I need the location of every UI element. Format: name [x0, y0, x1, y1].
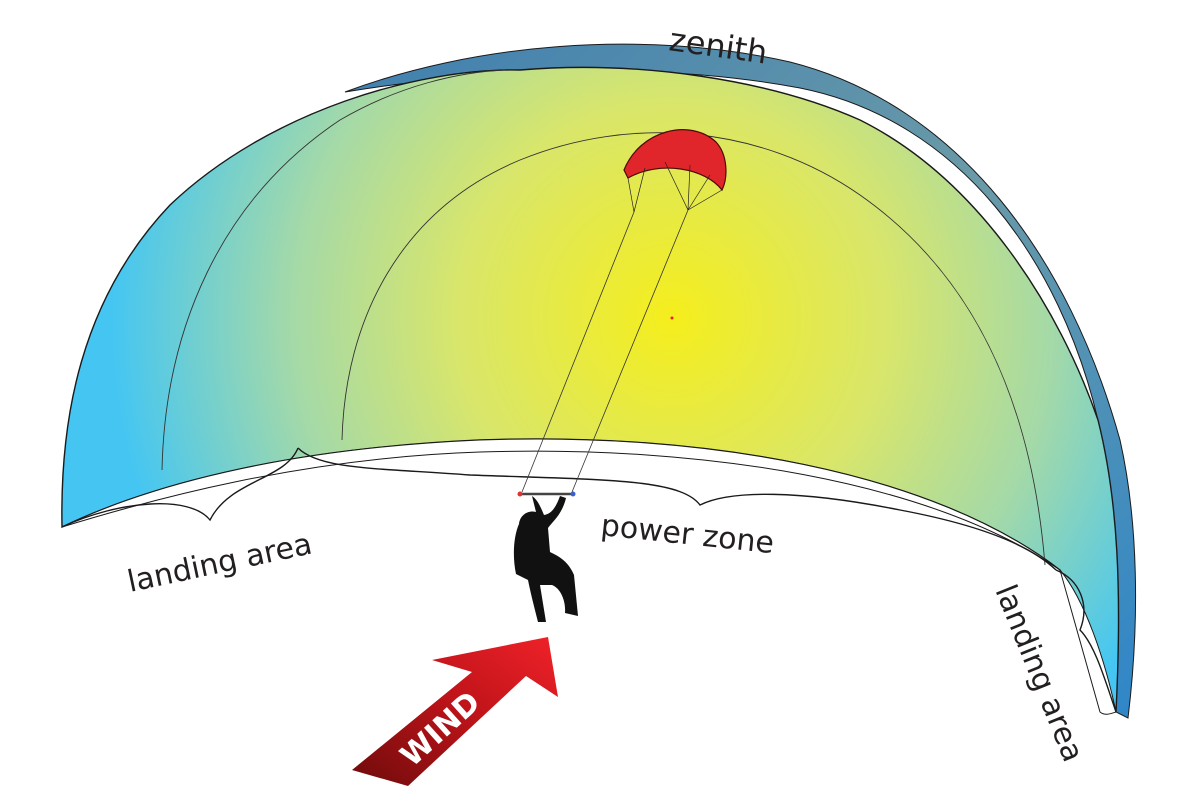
wind-arrow-icon: WIND [352, 637, 558, 786]
power-zone-arc [341, 132, 1046, 566]
kite-canopy [623, 129, 727, 192]
window-edge-arc-outer [161, 69, 506, 471]
kite-icon [623, 129, 727, 213]
zone-braces [61, 447, 1117, 713]
wind-window-dome [61, 43, 1137, 719]
landing-area-left-label: landing area [124, 527, 315, 600]
brace-landing-left [61, 447, 299, 528]
power-zone-label: power zone [599, 508, 776, 561]
dome-rim [344, 43, 1137, 719]
brace-landing-right [1055, 569, 1117, 713]
kite-bridles [627, 161, 723, 213]
wind-arrow-shape [352, 637, 558, 786]
brace-power-zone [297, 447, 1057, 571]
kitesurfer-silhouette-icon [513, 491, 578, 622]
kite-lines [521, 209, 689, 493]
zenith-center-dot [670, 316, 674, 320]
rider-body [513, 496, 578, 622]
ground-cutout [61, 438, 1117, 715]
